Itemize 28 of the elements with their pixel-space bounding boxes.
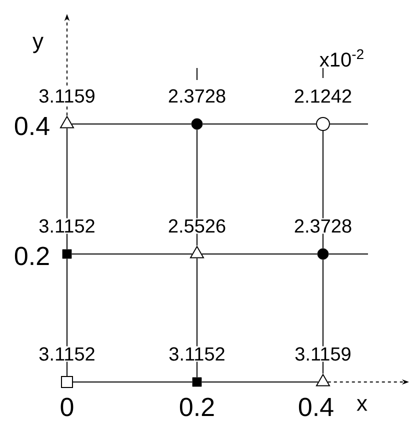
tick-label: 0.2: [180, 398, 214, 416]
value-label: 2.5526: [166, 218, 228, 234]
value-label: 3.1159: [38, 88, 96, 104]
square-marker: [192, 377, 202, 387]
grid-line: [66, 128, 68, 250]
grid-line: [66, 258, 68, 376]
square-marker: [62, 249, 72, 259]
value-label: 3.1152: [38, 346, 96, 362]
axis-label: x: [356, 399, 368, 411]
grid-line: [196, 258, 198, 378]
tick-label: 0: [60, 398, 74, 416]
tick-label: 0.2: [14, 246, 49, 266]
value-label: 3.1152: [168, 346, 226, 362]
dot-marker: [317, 248, 329, 260]
value-label: 3.1159: [294, 346, 352, 362]
square-marker: [61, 376, 73, 388]
tick-label: 0.4: [14, 116, 50, 136]
scale-factor: x10$^{-2}$: [320, 49, 364, 67]
tick-label: 0.4: [298, 398, 334, 416]
circle-marker: [316, 117, 330, 131]
value-label: 3.1152: [38, 218, 96, 234]
value-label: 2.3728: [166, 88, 228, 104]
grid-line: [196, 129, 198, 246]
grid-line: [322, 259, 324, 374]
dot-marker: [191, 118, 203, 130]
value-label: 2.3728: [292, 218, 354, 234]
value-label: 2.1242: [292, 88, 354, 104]
axis-label: y: [32, 36, 44, 54]
